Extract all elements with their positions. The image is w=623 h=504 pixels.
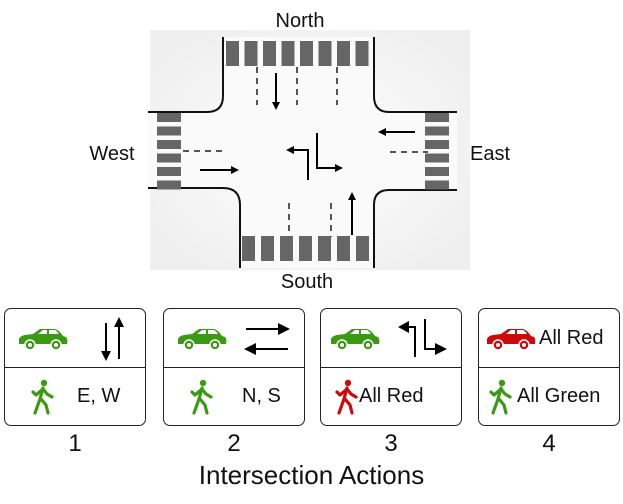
action-card-4: All Red All Green	[478, 308, 620, 426]
pedestrian-icon	[31, 379, 54, 415]
crosswalk-north	[226, 41, 369, 66]
crosswalk-stripe	[261, 236, 274, 261]
crosswalk-stripe	[157, 167, 181, 176]
crosswalk-west	[157, 113, 181, 190]
vehicle-row	[164, 309, 304, 368]
action-number-2: 2	[227, 430, 241, 457]
lane-dividers	[183, 67, 428, 237]
crosswalk-stripe	[425, 167, 449, 176]
label-west: West	[89, 143, 135, 165]
crosswalk-stripe	[157, 180, 181, 190]
pedestrian-row: All Red	[321, 367, 461, 425]
crosswalk-stripe	[242, 236, 255, 261]
pedestrian-row: N, S	[164, 367, 304, 425]
intersection-diagram: North South West East	[89, 10, 510, 293]
pedestrian-icon	[489, 379, 512, 415]
crosswalk-stripe	[157, 140, 181, 149]
crosswalk-stripe	[425, 126, 449, 136]
pedestrian-icon	[335, 379, 358, 415]
north-south-arrows-icon	[101, 317, 124, 361]
crosswalk-stripe	[157, 113, 181, 122]
vehicle-row	[5, 309, 145, 368]
car-icon	[19, 329, 68, 351]
pedestrian-row: E, W	[5, 367, 145, 425]
pedestrian-text: All Green	[517, 385, 601, 407]
pedestrian-row: All Green	[479, 367, 619, 425]
crosswalk-stripe	[299, 236, 312, 261]
crosswalk-stripe	[337, 41, 350, 66]
vehicle-text: All Red	[539, 327, 604, 349]
crosswalk-stripe	[281, 41, 295, 66]
pedestrian-text: E, W	[77, 385, 121, 407]
crosswalk-stripe	[425, 113, 449, 122]
east-west-arrows-icon	[244, 323, 290, 355]
crosswalk-stripe	[318, 41, 332, 66]
crosswalk-stripe	[244, 41, 258, 66]
crosswalk-stripe	[300, 41, 313, 66]
crosswalk-east	[425, 113, 449, 190]
arrow-left-turn	[286, 146, 309, 180]
action-number-4: 4	[542, 430, 556, 457]
action-card-3: All Red	[320, 308, 462, 426]
action-number-3: 3	[384, 430, 398, 457]
crosswalk-stripe	[337, 236, 350, 261]
arrow-right-turn	[316, 133, 343, 172]
traffic-arrows	[200, 73, 415, 235]
curbs	[148, 37, 457, 268]
crosswalk-stripe	[356, 236, 369, 261]
road-surface	[148, 30, 470, 270]
crosswalk-stripe	[157, 126, 181, 136]
action-card-2: N, S	[163, 308, 305, 426]
pedestrian-text: All Red	[359, 385, 424, 407]
crosswalk-stripe	[425, 180, 449, 190]
label-south: South	[281, 271, 333, 293]
crosswalk-stripe	[355, 41, 369, 66]
crosswalk-stripe	[157, 153, 181, 163]
left-turn-arrows-icon	[398, 319, 447, 357]
caption: Intersection Actions	[198, 460, 425, 490]
crosswalk-south	[242, 236, 369, 261]
car-icon	[487, 329, 536, 351]
action-number-1: 1	[68, 430, 82, 457]
car-icon	[178, 329, 227, 351]
vehicle-row	[321, 309, 461, 368]
crosswalk-stripe	[263, 41, 276, 66]
crosswalk-stripe	[280, 236, 293, 261]
pedestrian-icon	[190, 379, 213, 415]
car-icon	[331, 329, 380, 351]
crosswalk-stripe	[226, 41, 239, 66]
label-north: North	[276, 10, 325, 32]
crosswalk-stripe	[425, 153, 449, 163]
crosswalk-stripe	[318, 236, 331, 261]
vehicle-row: All Red	[479, 309, 619, 368]
action-card-1: E, W	[4, 308, 146, 426]
label-east: East	[470, 143, 510, 165]
crosswalk-stripe	[425, 140, 449, 149]
pedestrian-text: N, S	[242, 385, 281, 407]
